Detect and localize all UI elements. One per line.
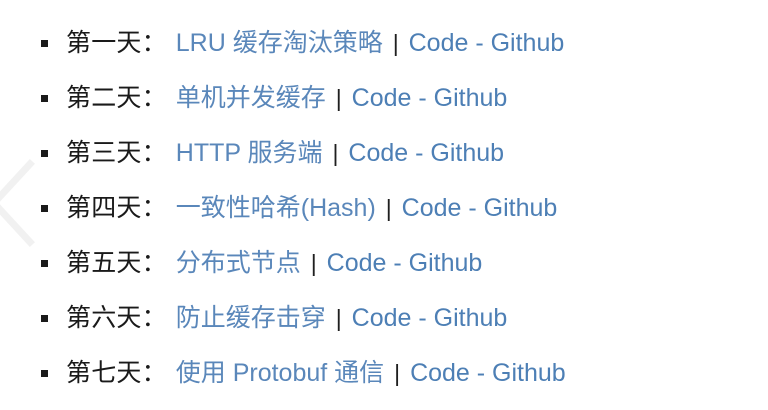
bullet-square-icon: [41, 260, 48, 267]
day-label: 第七天：: [66, 359, 167, 387]
day-label: 第六天：: [66, 304, 167, 332]
separator: |: [335, 85, 342, 111]
separator: |: [394, 360, 401, 386]
separator: |: [385, 195, 392, 221]
separator: |: [310, 250, 317, 276]
list-item: 第六天： 防止缓存击穿 | Code - Github: [0, 291, 768, 346]
list-item: 第三天： HTTP 服务端 | Code - Github: [0, 126, 768, 181]
code-github-link[interactable]: Code - Github: [401, 194, 558, 222]
separator: |: [335, 305, 342, 331]
day-list: 第一天： LRU 缓存淘汰策略 | Code - Github 第二天： 单机并…: [0, 16, 768, 401]
day-title-link[interactable]: HTTP 服务端: [175, 139, 323, 167]
day-label: 第一天：: [66, 29, 167, 57]
day-label: 第四天：: [66, 194, 167, 222]
code-github-link[interactable]: Code - Github: [351, 84, 508, 112]
bullet-square-icon: [41, 95, 48, 102]
bullet-square-icon: [41, 370, 48, 377]
day-label: 第五天：: [66, 249, 167, 277]
bullet-square-icon: [41, 315, 48, 322]
separator: |: [392, 30, 399, 56]
day-label: 第三天：: [66, 139, 167, 167]
bullet-square-icon: [41, 40, 48, 47]
day-label: 第二天：: [66, 84, 167, 112]
day-title-link[interactable]: 一致性哈希(Hash): [175, 194, 376, 222]
code-github-link[interactable]: Code - Github: [348, 139, 505, 167]
list-item: 第二天： 单机并发缓存 | Code - Github: [0, 71, 768, 126]
list-item: 第七天： 使用 Protobuf 通信 | Code - Github: [0, 346, 768, 401]
list-item: 第五天： 分布式节点 | Code - Github: [0, 236, 768, 291]
day-title-link[interactable]: 分布式节点: [175, 249, 301, 277]
code-github-link[interactable]: Code - Github: [351, 304, 508, 332]
day-title-link[interactable]: 防止缓存击穿: [175, 304, 326, 332]
bullet-square-icon: [41, 205, 48, 212]
code-github-link[interactable]: Code - Github: [410, 359, 566, 387]
list-item: 第一天： LRU 缓存淘汰策略 | Code - Github: [0, 16, 768, 71]
separator: |: [332, 140, 339, 166]
day-title-link[interactable]: 单机并发缓存: [175, 84, 326, 112]
day-title-link[interactable]: LRU 缓存淘汰策略: [175, 29, 383, 57]
code-github-link[interactable]: Code - Github: [326, 249, 483, 277]
day-title-link[interactable]: 使用 Protobuf 通信: [175, 359, 385, 387]
bullet-square-icon: [41, 150, 48, 157]
list-item: 第四天： 一致性哈希(Hash) | Code - Github: [0, 181, 768, 236]
code-github-link[interactable]: Code - Github: [408, 29, 565, 57]
